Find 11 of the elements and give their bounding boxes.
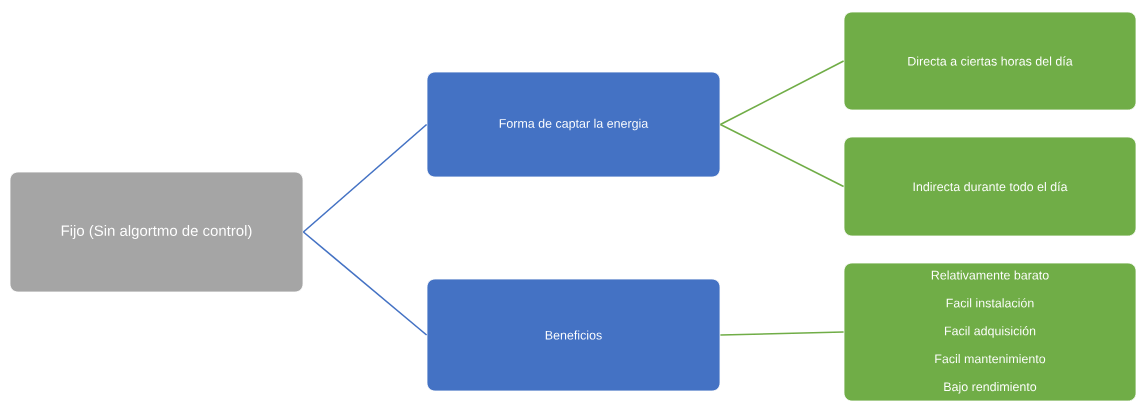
- connector-line: [302, 231, 428, 336]
- process-box: Forma de captar la energia: [426, 71, 721, 178]
- connector-line: [302, 123, 428, 233]
- connector-line: [719, 331, 845, 336]
- process-box: Fijo (Sin algortmo de control): [9, 171, 304, 293]
- connector-line: [719, 60, 845, 126]
- process-box: Directa a ciertas horas del día: [843, 11, 1136, 111]
- connector-line: [719, 123, 845, 188]
- process-box: Relativamente barato Facil instalación Facil adquisición Facil mantenimiento Bajo rendimiento: [843, 262, 1136, 401]
- process-box: Indirecta durante todo el día: [843, 136, 1136, 237]
- process-box: Beneficios: [426, 278, 721, 392]
